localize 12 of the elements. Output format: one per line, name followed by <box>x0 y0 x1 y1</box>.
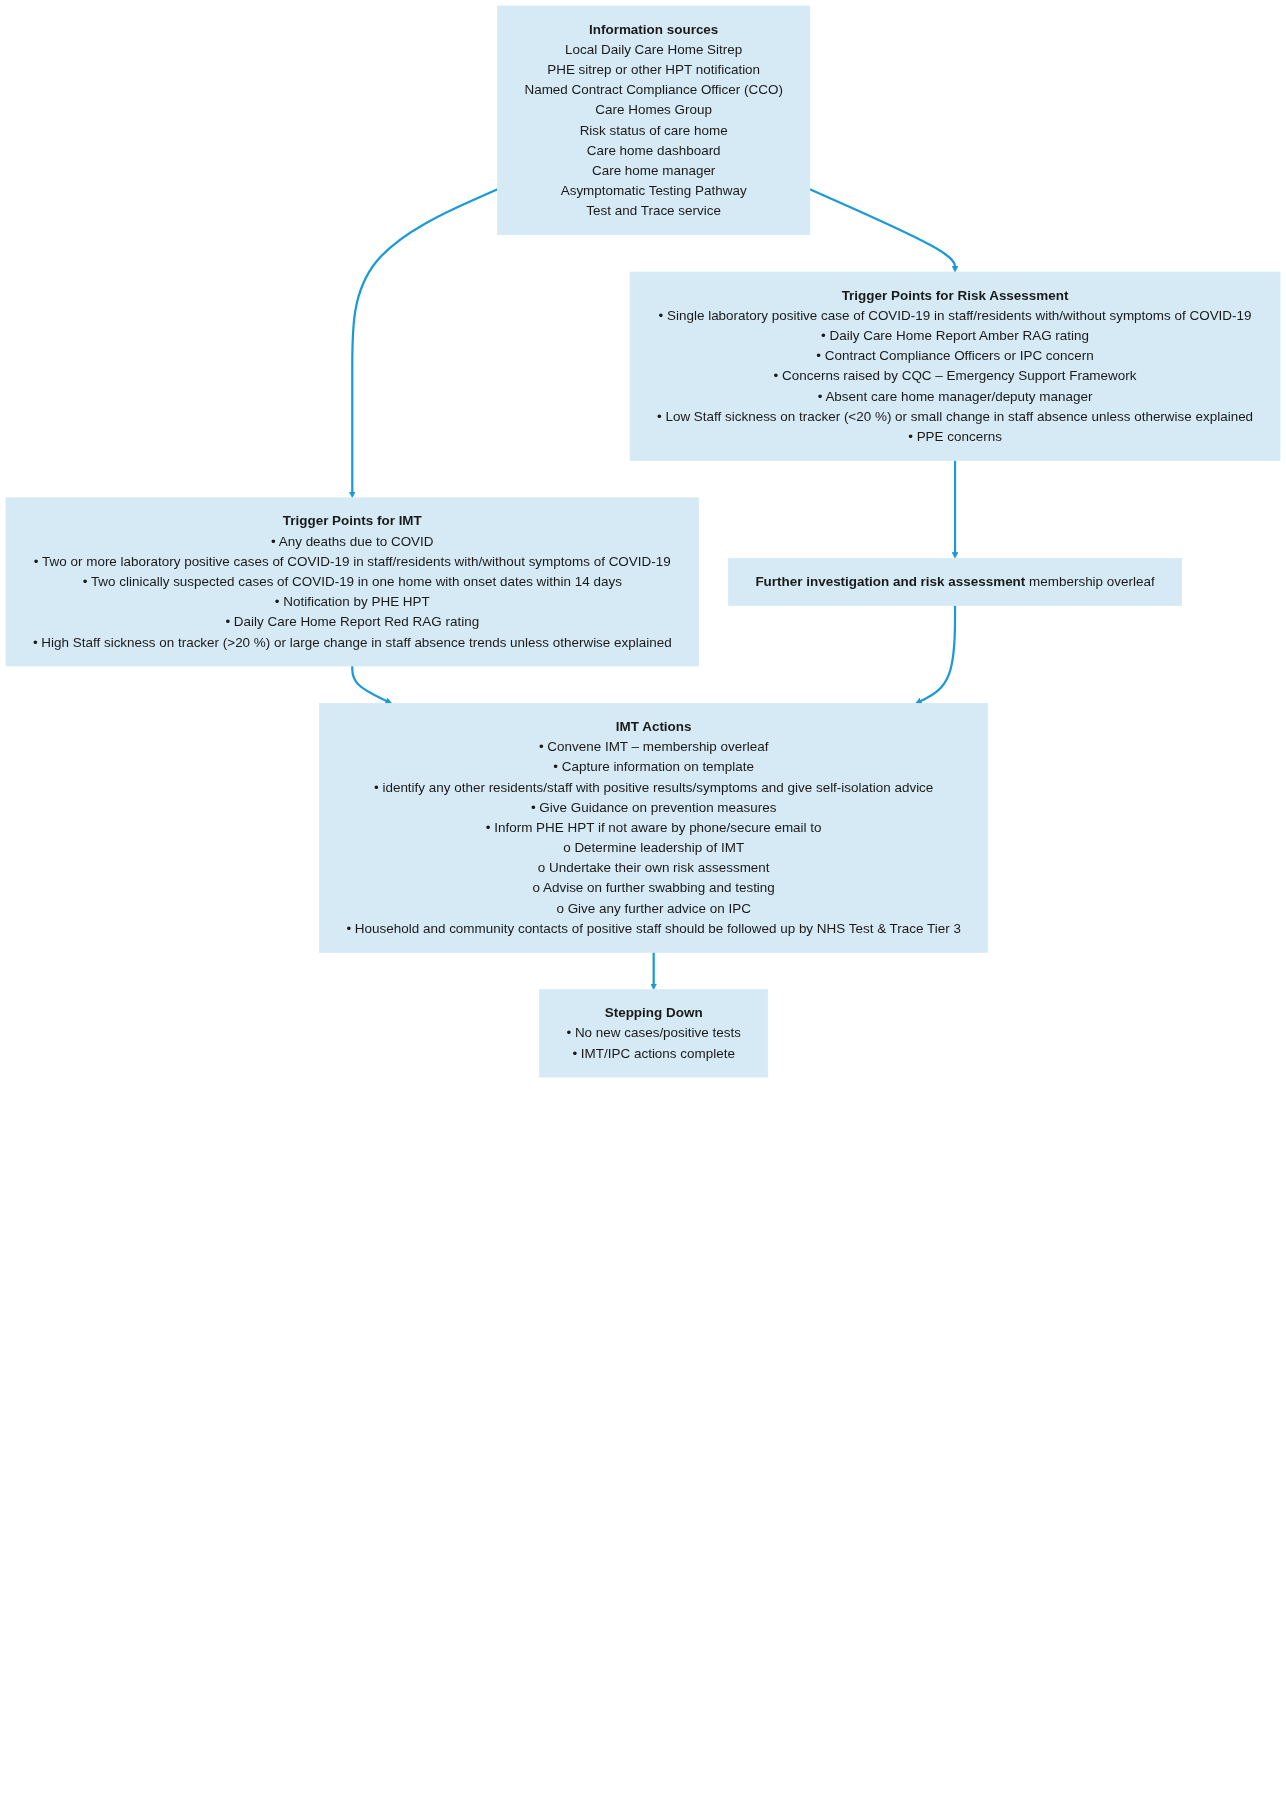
arrow <box>650 952 657 990</box>
node-box: Information sources Local Daily Care Home Sitrep PHE sitrep or other HPT notification Named Contract Compliance Officer (CCO) Care Homes Group Risk status of care home Care home dashboard Care home manager Asymptomatic Testing Pathway Test and Trace service <box>497 5 811 236</box>
node-box: Trigger Points for IMT • Any deaths due to COVID • Two or more laboratory positive cases of COVID-19 in staff/residents with/without symptoms of COVID-19 • Two clinically suspected cases of COVID-19 in one home with onset dates within 14 days • Notification by PHE HPT • Daily Care Home Report Red RAG rating • High Staff sickness on tracker (>20 %) or large change in staff absence trends unless otherwise explained <box>5 497 699 667</box>
arrow <box>915 605 957 704</box>
arrow <box>809 188 959 273</box>
arrow <box>351 666 392 704</box>
node-box: IMT Actions • Convene IMT – membership overleaf • Capture information on template • identify any other residents/staff with positive results/symptoms and give self-isolation advice • Give Guidance on prevention measures • Inform PHE HPT if not aware by phone/secure email to o Determine leadership of IMT o Undertake their own risk assessment o Advise on further swabbing and testing o Give any further advice on IPC • Household and community contacts of positive staff should be followed up by NHS Test & Trace Tier 3 <box>319 703 989 953</box>
node-box: Stepping Down • No new cases/positive tests • IMT/IPC actions complete <box>539 989 769 1078</box>
arrow <box>349 188 498 499</box>
node-box: Trigger Points for Risk Assessment • Single laboratory positive case of COVID-19 in staff/residents with/without symptoms of COVID-19 • Daily Care Home Report Amber RAG rating • Contract Compliance Officers or IPC concern • Concerns raised by CQC – Emergency Support Framework • Absent care home manager/deputy manager • Low Staff sickness on tracker (<20 %) or small change in staff absence unless otherwise explained • PPE concerns <box>629 271 1281 461</box>
node-box: Further investigation and risk assessment membership overleaf <box>728 557 1182 606</box>
arrow <box>951 460 959 559</box>
